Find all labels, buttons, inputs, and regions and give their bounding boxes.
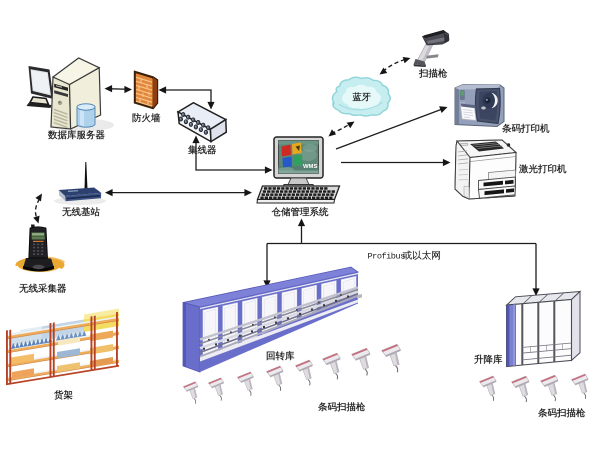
svg-text:Profibus: Profibus [368,252,406,262]
svg-text:WMS: WMS [303,164,317,170]
